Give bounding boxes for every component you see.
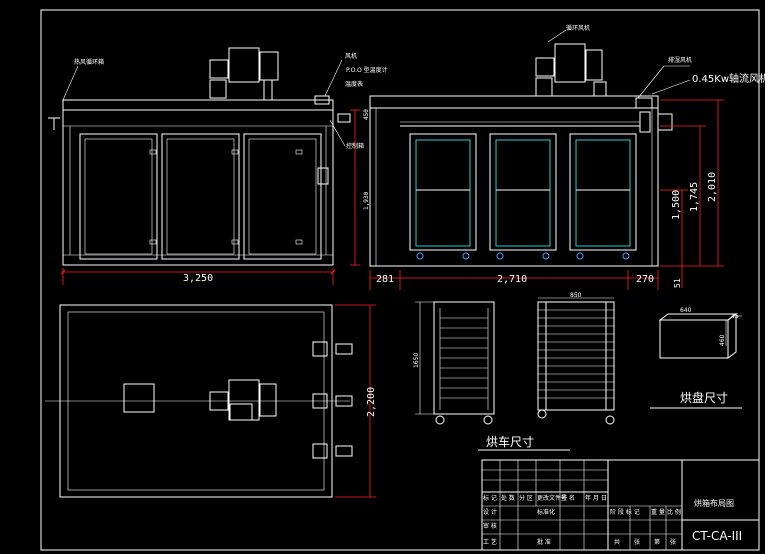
control-box [317, 167, 329, 185]
side-dim-mid: 2,710 [497, 274, 527, 285]
tb-right-r2-3: 张 [670, 538, 676, 546]
plan-view [45, 304, 376, 498]
tb-r2-0: 设 计 [483, 508, 497, 516]
tb-r1-1: 处 数 [501, 494, 515, 502]
front-view [48, 47, 360, 285]
side-label-motor: 循环风机 [566, 24, 590, 32]
trolley-drawing [415, 297, 615, 425]
tray-dim-w: 640 [680, 307, 692, 314]
tray-drawing [658, 313, 742, 359]
side-dim-2010: 2,010 [707, 172, 718, 202]
plan-depth-dim: 2,200 [366, 387, 377, 417]
side-trolley-1 [409, 133, 477, 251]
trolley-caption: 烘车尺寸 [486, 434, 534, 449]
tray-dim-t: 45 [731, 313, 739, 320]
side-dim-1745: 1,745 [689, 182, 700, 212]
front-height-dim: 1,930 [363, 192, 370, 210]
front-label-thermo: 温度表 [345, 80, 363, 88]
trolley-front [537, 301, 615, 411]
tb-r1-0: 标 记 [483, 494, 497, 502]
tb-r2-2: 标准化 [537, 508, 555, 516]
front-label-control: 控制箱 [346, 142, 364, 150]
front-door-3 [243, 133, 322, 260]
front-motor [209, 59, 229, 79]
title-block [481, 459, 760, 551]
side-label-power: 0.45Kw轴流风机 [692, 72, 765, 85]
side-view [369, 29, 724, 290]
tb-r4-2: 批 准 [537, 538, 551, 546]
drawing-border [40, 9, 760, 551]
tb-r3-0: 审 核 [483, 522, 497, 530]
plan-motor [209, 391, 229, 411]
tray-dim-h: 460 [719, 334, 726, 346]
front-top-panel [62, 99, 334, 111]
front-label-top-left: 热风循环箱 [74, 58, 104, 66]
side-trolley-3 [569, 133, 637, 251]
front-label-thermo-spec: P.O.O 型温度计 [346, 66, 388, 74]
front-width-dim: 3,250 [183, 273, 213, 284]
side-body [369, 107, 659, 267]
side-dim-small: 51 [673, 278, 682, 288]
tb-right-r1-0: 阶 段 标 记 [610, 508, 640, 516]
tb-title: 烘箱布局图 [694, 498, 734, 508]
front-label-motor: 风机 [345, 52, 357, 60]
side-motor [535, 57, 555, 77]
tb-right-r1-2: 比 例 [667, 508, 681, 516]
tb-right-r2-2: 第 [654, 538, 660, 546]
tb-r1-5: 年 月 日 [585, 494, 607, 502]
tb-code: CT-CA-III [692, 529, 742, 543]
front-door-2 [161, 133, 240, 260]
front-top-offset: 450 [363, 109, 370, 120]
tb-r1-4: 签 名 [561, 494, 575, 502]
tb-r4-0: 工 艺 [483, 538, 497, 546]
tb-right-r2-1: 张 [634, 538, 640, 546]
side-dim-1500: 1,500 [671, 190, 682, 220]
trolley-side [433, 301, 495, 415]
front-body [62, 109, 334, 266]
tb-r1-3: 更改文件号 [537, 494, 567, 502]
tb-right-r1-1: 重 量 [651, 508, 665, 516]
plan-fan-box [123, 383, 155, 413]
side-label-exhaust: 排湿风机 [668, 56, 692, 64]
side-dim-right: 270 [636, 274, 654, 285]
trolley-height-dim: 1650 [413, 353, 420, 368]
side-trolley-2 [489, 133, 557, 251]
trolley-width-dim: 850 [570, 292, 582, 299]
tb-r1-2: 分 区 [519, 494, 533, 502]
tray-caption: 烘盘尺寸 [680, 390, 728, 405]
side-top-panel [369, 95, 659, 109]
front-door-1 [79, 133, 158, 260]
tb-right-r2-0: 共 [614, 538, 620, 546]
side-dim-left: 281 [376, 274, 394, 285]
